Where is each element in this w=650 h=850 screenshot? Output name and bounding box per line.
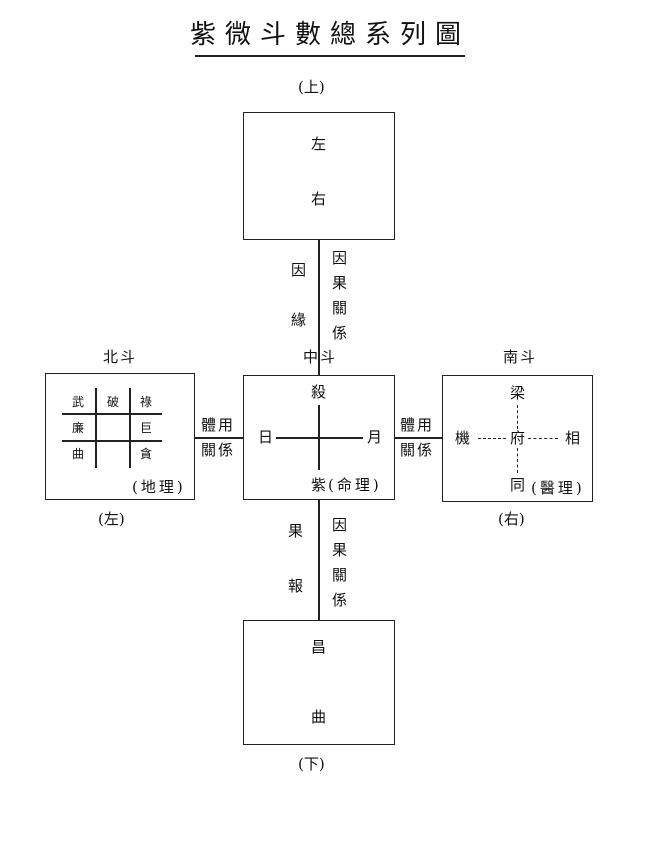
right-box <box>442 375 593 502</box>
grid-star: 廉 <box>72 421 85 435</box>
grid-line <box>62 413 162 415</box>
center-vertical-line <box>318 405 320 470</box>
bottom-star-1: 昌 <box>311 638 327 656</box>
center-bottom-star: 紫 <box>311 476 327 494</box>
left-box <box>45 373 195 500</box>
center-top-star: 殺 <box>311 383 327 401</box>
lower-right-label: 因果關係 <box>330 517 348 617</box>
middle-dipper-label: 中斗 <box>303 348 338 366</box>
center-domain: (命理) <box>328 476 382 494</box>
north-dipper-heading: 北斗 <box>103 348 138 366</box>
left-connector <box>195 437 243 439</box>
left-link-label-2: 關係 <box>201 441 236 459</box>
bottom-box <box>243 620 395 745</box>
grid-star: 巨 <box>140 421 153 435</box>
right-link-label-2: 關係 <box>400 441 435 459</box>
grid-star: 破 <box>107 395 120 409</box>
right-domain: (醫理) <box>531 479 585 497</box>
right-right-star: 相 <box>565 429 581 447</box>
lower-connector <box>318 500 320 620</box>
center-horizontal-line <box>276 437 363 439</box>
grid-star: 曲 <box>72 447 85 461</box>
upper-right-label: 因果關係 <box>330 250 348 350</box>
center-box <box>243 375 395 500</box>
grid-line <box>129 388 131 468</box>
left-link-label-1: 體用 <box>201 416 236 434</box>
dashed-line <box>478 438 506 439</box>
grid-star: 武 <box>72 395 85 409</box>
diagram-title: 紫微斗數總系列圖 <box>190 20 471 50</box>
grid-line <box>62 440 162 442</box>
left-domain: (地理) <box>132 478 186 496</box>
right-connector <box>395 437 442 439</box>
south-dipper-heading: 南斗 <box>503 348 538 366</box>
dashed-line <box>517 405 518 429</box>
title-underline <box>195 55 465 57</box>
right-left-star: 機 <box>455 429 471 447</box>
center-right-star: 月 <box>367 428 383 446</box>
upper-connector <box>318 240 320 375</box>
top-box <box>243 112 395 240</box>
dashed-line <box>517 448 518 473</box>
grid-line <box>95 388 97 468</box>
top-star-1: 左 <box>311 135 327 153</box>
lower-left-label: 果報 <box>286 523 304 633</box>
right-top-star: 梁 <box>510 384 526 402</box>
right-position-label: (右) <box>498 510 525 528</box>
bottom-position-label: (下) <box>298 755 325 773</box>
dashed-line <box>528 438 558 439</box>
top-position-label: (上) <box>298 78 325 96</box>
right-center-star: 府 <box>510 429 526 447</box>
right-link-label-1: 體用 <box>400 416 435 434</box>
grid-star: 祿 <box>140 395 153 409</box>
bottom-star-2: 曲 <box>311 708 327 726</box>
upper-left-label: 因緣 <box>289 262 307 362</box>
top-star-2: 右 <box>311 190 327 208</box>
left-position-label: (左) <box>98 510 125 528</box>
right-bottom-star: 同 <box>510 476 526 494</box>
center-left-star: 日 <box>258 428 274 446</box>
grid-star: 貪 <box>140 447 153 461</box>
